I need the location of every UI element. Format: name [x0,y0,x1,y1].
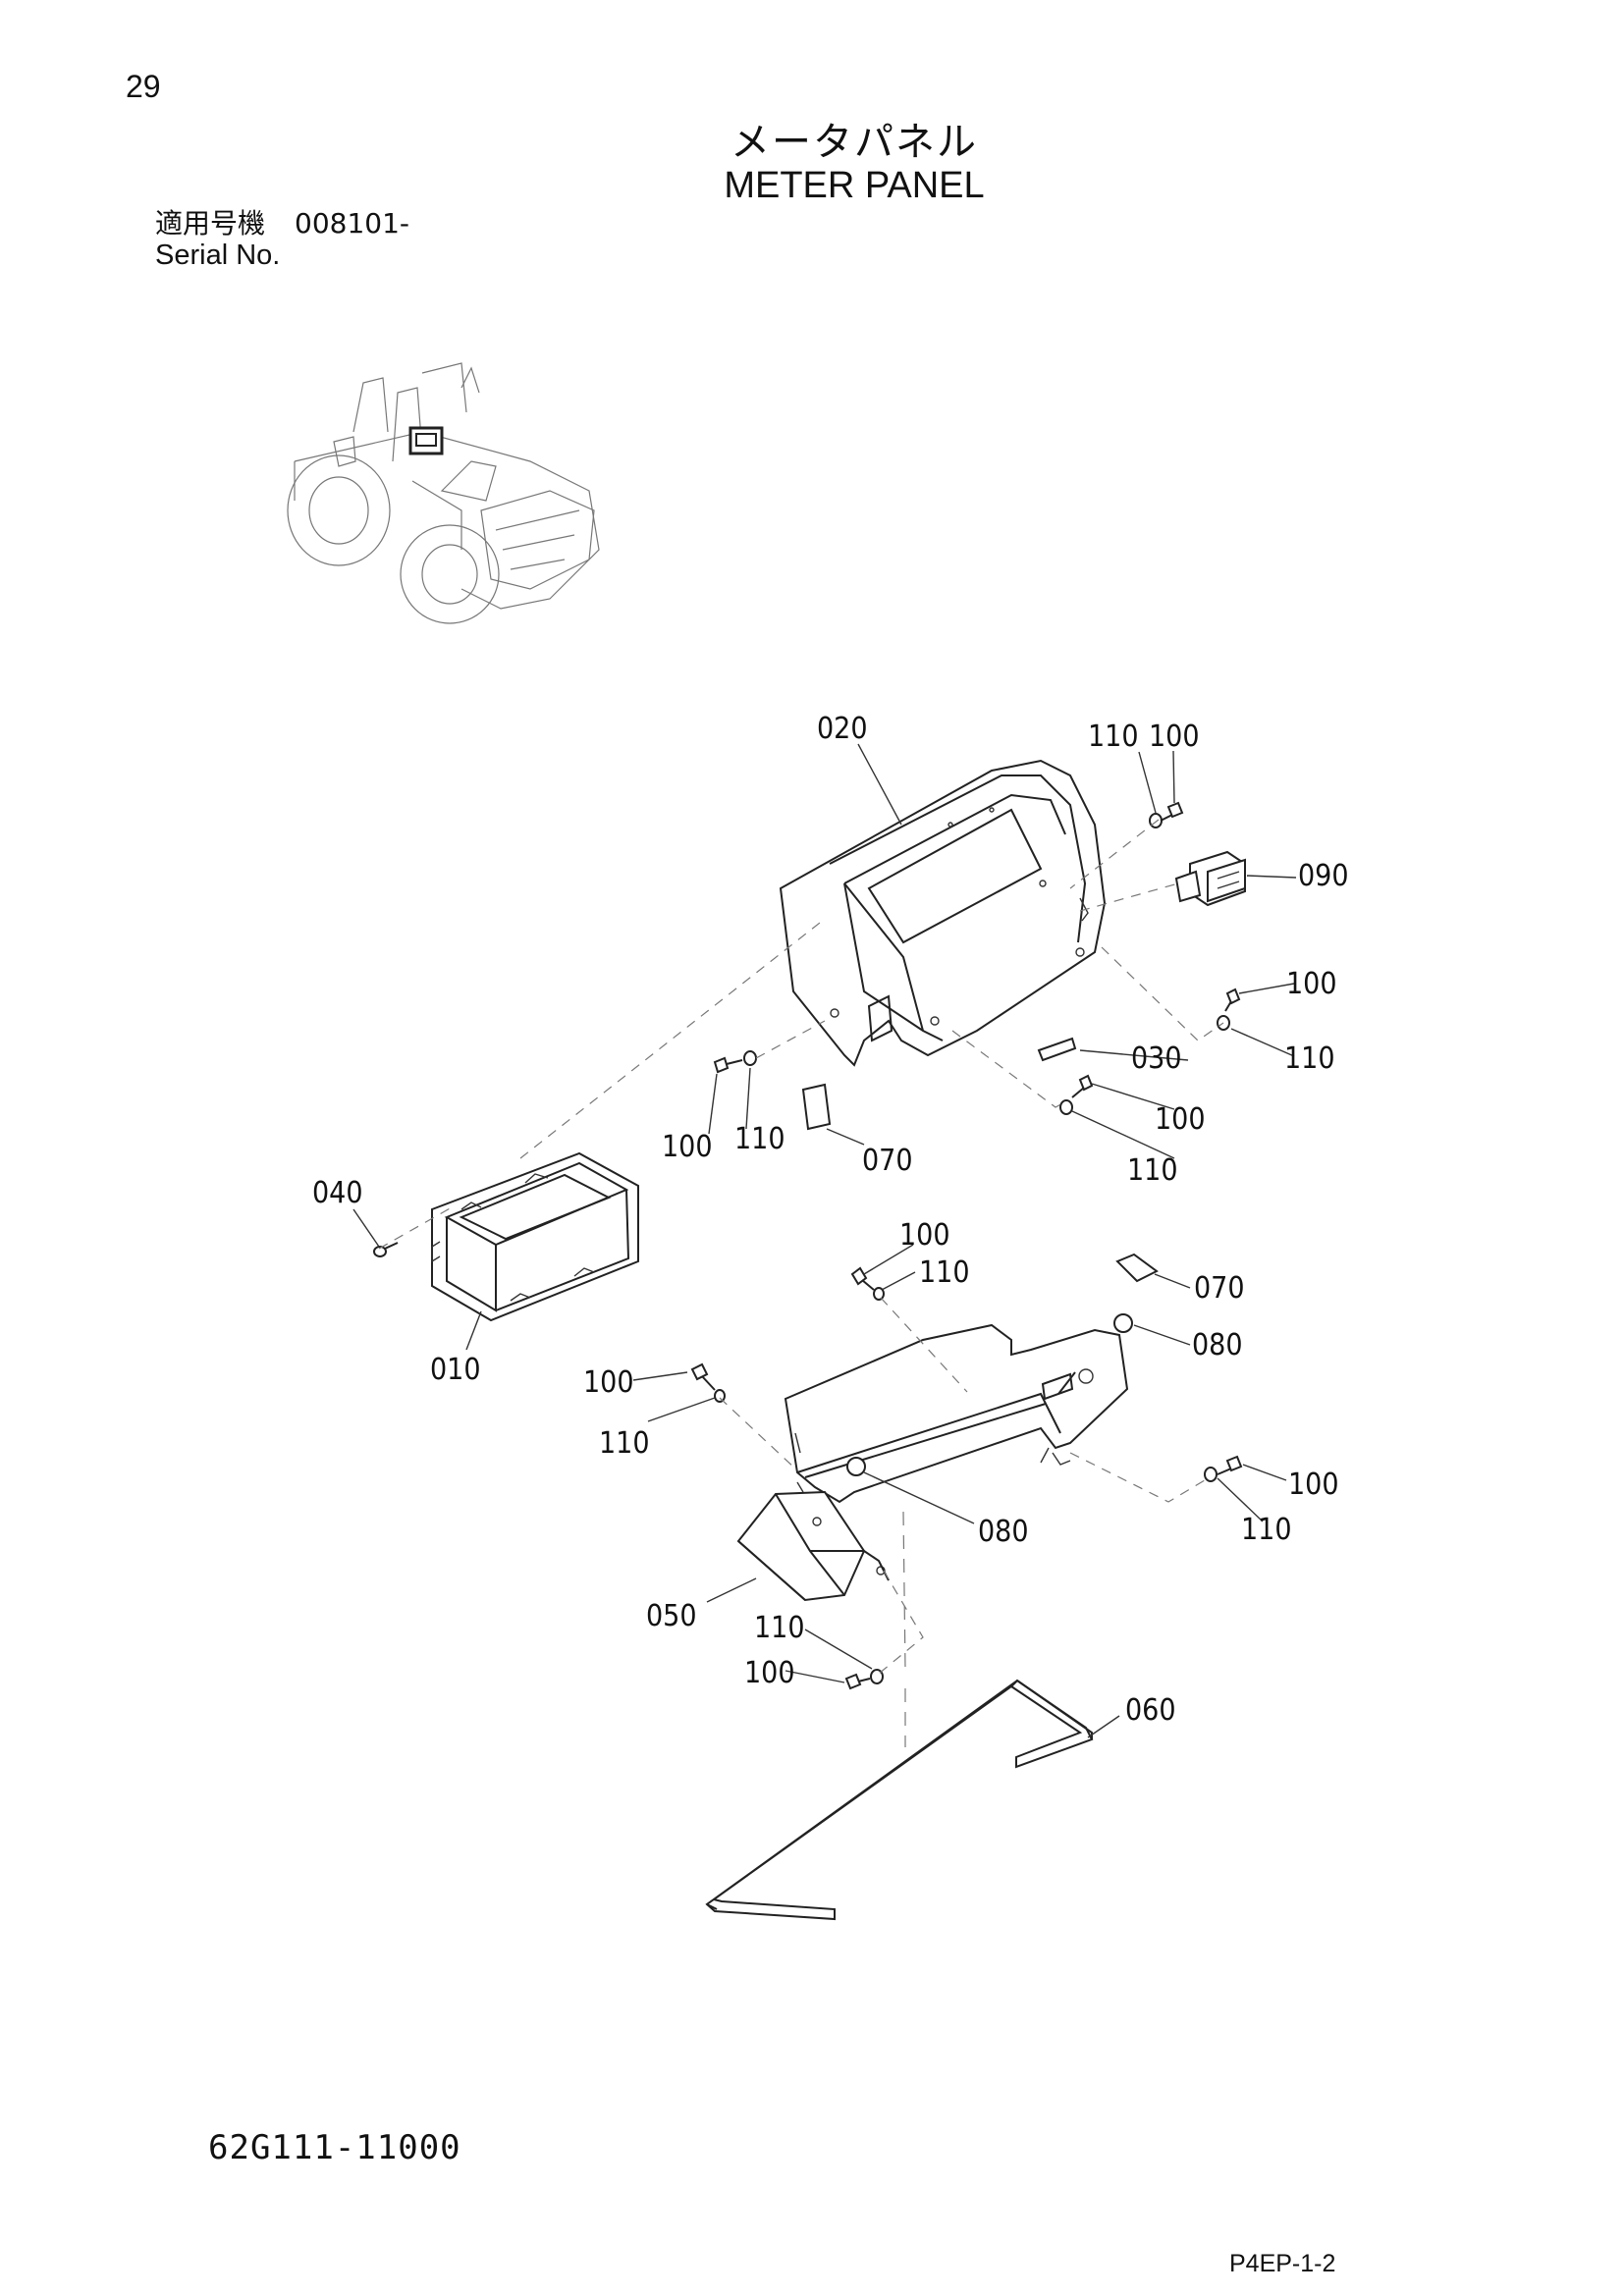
title-japanese: メータパネル [731,120,978,165]
bolt-100-top [1166,801,1184,819]
bolt-100-left [713,1056,730,1074]
callout-090: 090 [1298,859,1349,893]
callout-100-mid: 100 [1155,1102,1206,1137]
washer-110-bottom [870,1669,884,1684]
part-010-meter-unit [431,1151,639,1322]
callout-100-right1: 100 [1286,967,1337,1001]
bolt-100-right1 [1225,988,1241,1005]
bolt-100-bl [690,1362,709,1381]
bolt-100-center [850,1266,868,1286]
part-080-grommet-right [1113,1313,1133,1333]
callout-060: 060 [1125,1693,1176,1728]
part-070-cover-right [1115,1253,1159,1283]
callout-100-br: 100 [1288,1468,1339,1502]
callout-030: 030 [1131,1041,1182,1076]
bolt-100-mid [1078,1074,1094,1092]
bolt-100-br [1225,1455,1243,1472]
callout-050: 050 [646,1599,697,1633]
callout-110-bottom: 110 [754,1611,805,1645]
leader-lines [352,743,1297,1747]
part-020-meter-housing [779,759,1107,1067]
serial-label-japanese: 適用号機 [155,207,266,240]
part-080-grommet-mid [846,1457,866,1476]
callout-110-br: 110 [1241,1513,1292,1547]
part-050-bracket-assembly [736,1323,1129,1602]
callout-080-mid: 080 [978,1515,1029,1549]
callout-100-bl: 100 [583,1365,634,1400]
part-090-switch [1174,850,1246,907]
washer-110-center [873,1287,885,1301]
page-number: 29 [126,69,161,104]
serial-row: 適用号機 008101- [155,202,409,241]
part-060-seal [705,1679,1094,1921]
callout-110-left: 110 [734,1122,785,1156]
callout-110-center: 110 [919,1255,970,1290]
callout-100-top: 100 [1149,720,1200,754]
washer-110-bl [714,1389,726,1403]
title-english: METER PANEL [724,165,985,206]
callout-labels: 020 110 100 090 100 030 110 100 110 100 … [312,712,1349,1728]
bolt-100-bottom [844,1673,862,1690]
callout-100-left: 100 [662,1130,713,1164]
callout-110-top: 110 [1088,720,1139,754]
callout-020: 020 [817,712,868,746]
callout-100-center: 100 [899,1218,950,1253]
washer-110-mid [1059,1099,1073,1115]
callout-110-mid: 110 [1127,1153,1178,1188]
fasteners [690,801,1243,1690]
callout-040: 040 [312,1176,363,1210]
serial-label-english: Serial No. [155,240,281,271]
part-070-cover-top [801,1083,832,1131]
callout-100-bottom: 100 [744,1656,795,1690]
serial-value: 008101- [295,207,410,240]
callout-080-right: 080 [1192,1328,1243,1362]
part-030-pin [1037,1037,1077,1062]
part-040-screw [373,1242,399,1257]
drawing-number: 62G111-11000 [208,2128,461,2167]
page-code: P4EP-1-2 [1229,2250,1336,2277]
washer-110-left [743,1050,757,1066]
callout-070-right: 070 [1194,1271,1245,1306]
callout-110-right1: 110 [1284,1041,1335,1076]
washer-110-br [1204,1467,1218,1482]
callout-070-top: 070 [862,1144,913,1178]
vehicle-locator-sketch [287,362,600,624]
callout-110-bl: 110 [599,1426,650,1461]
callout-010: 010 [430,1353,481,1387]
